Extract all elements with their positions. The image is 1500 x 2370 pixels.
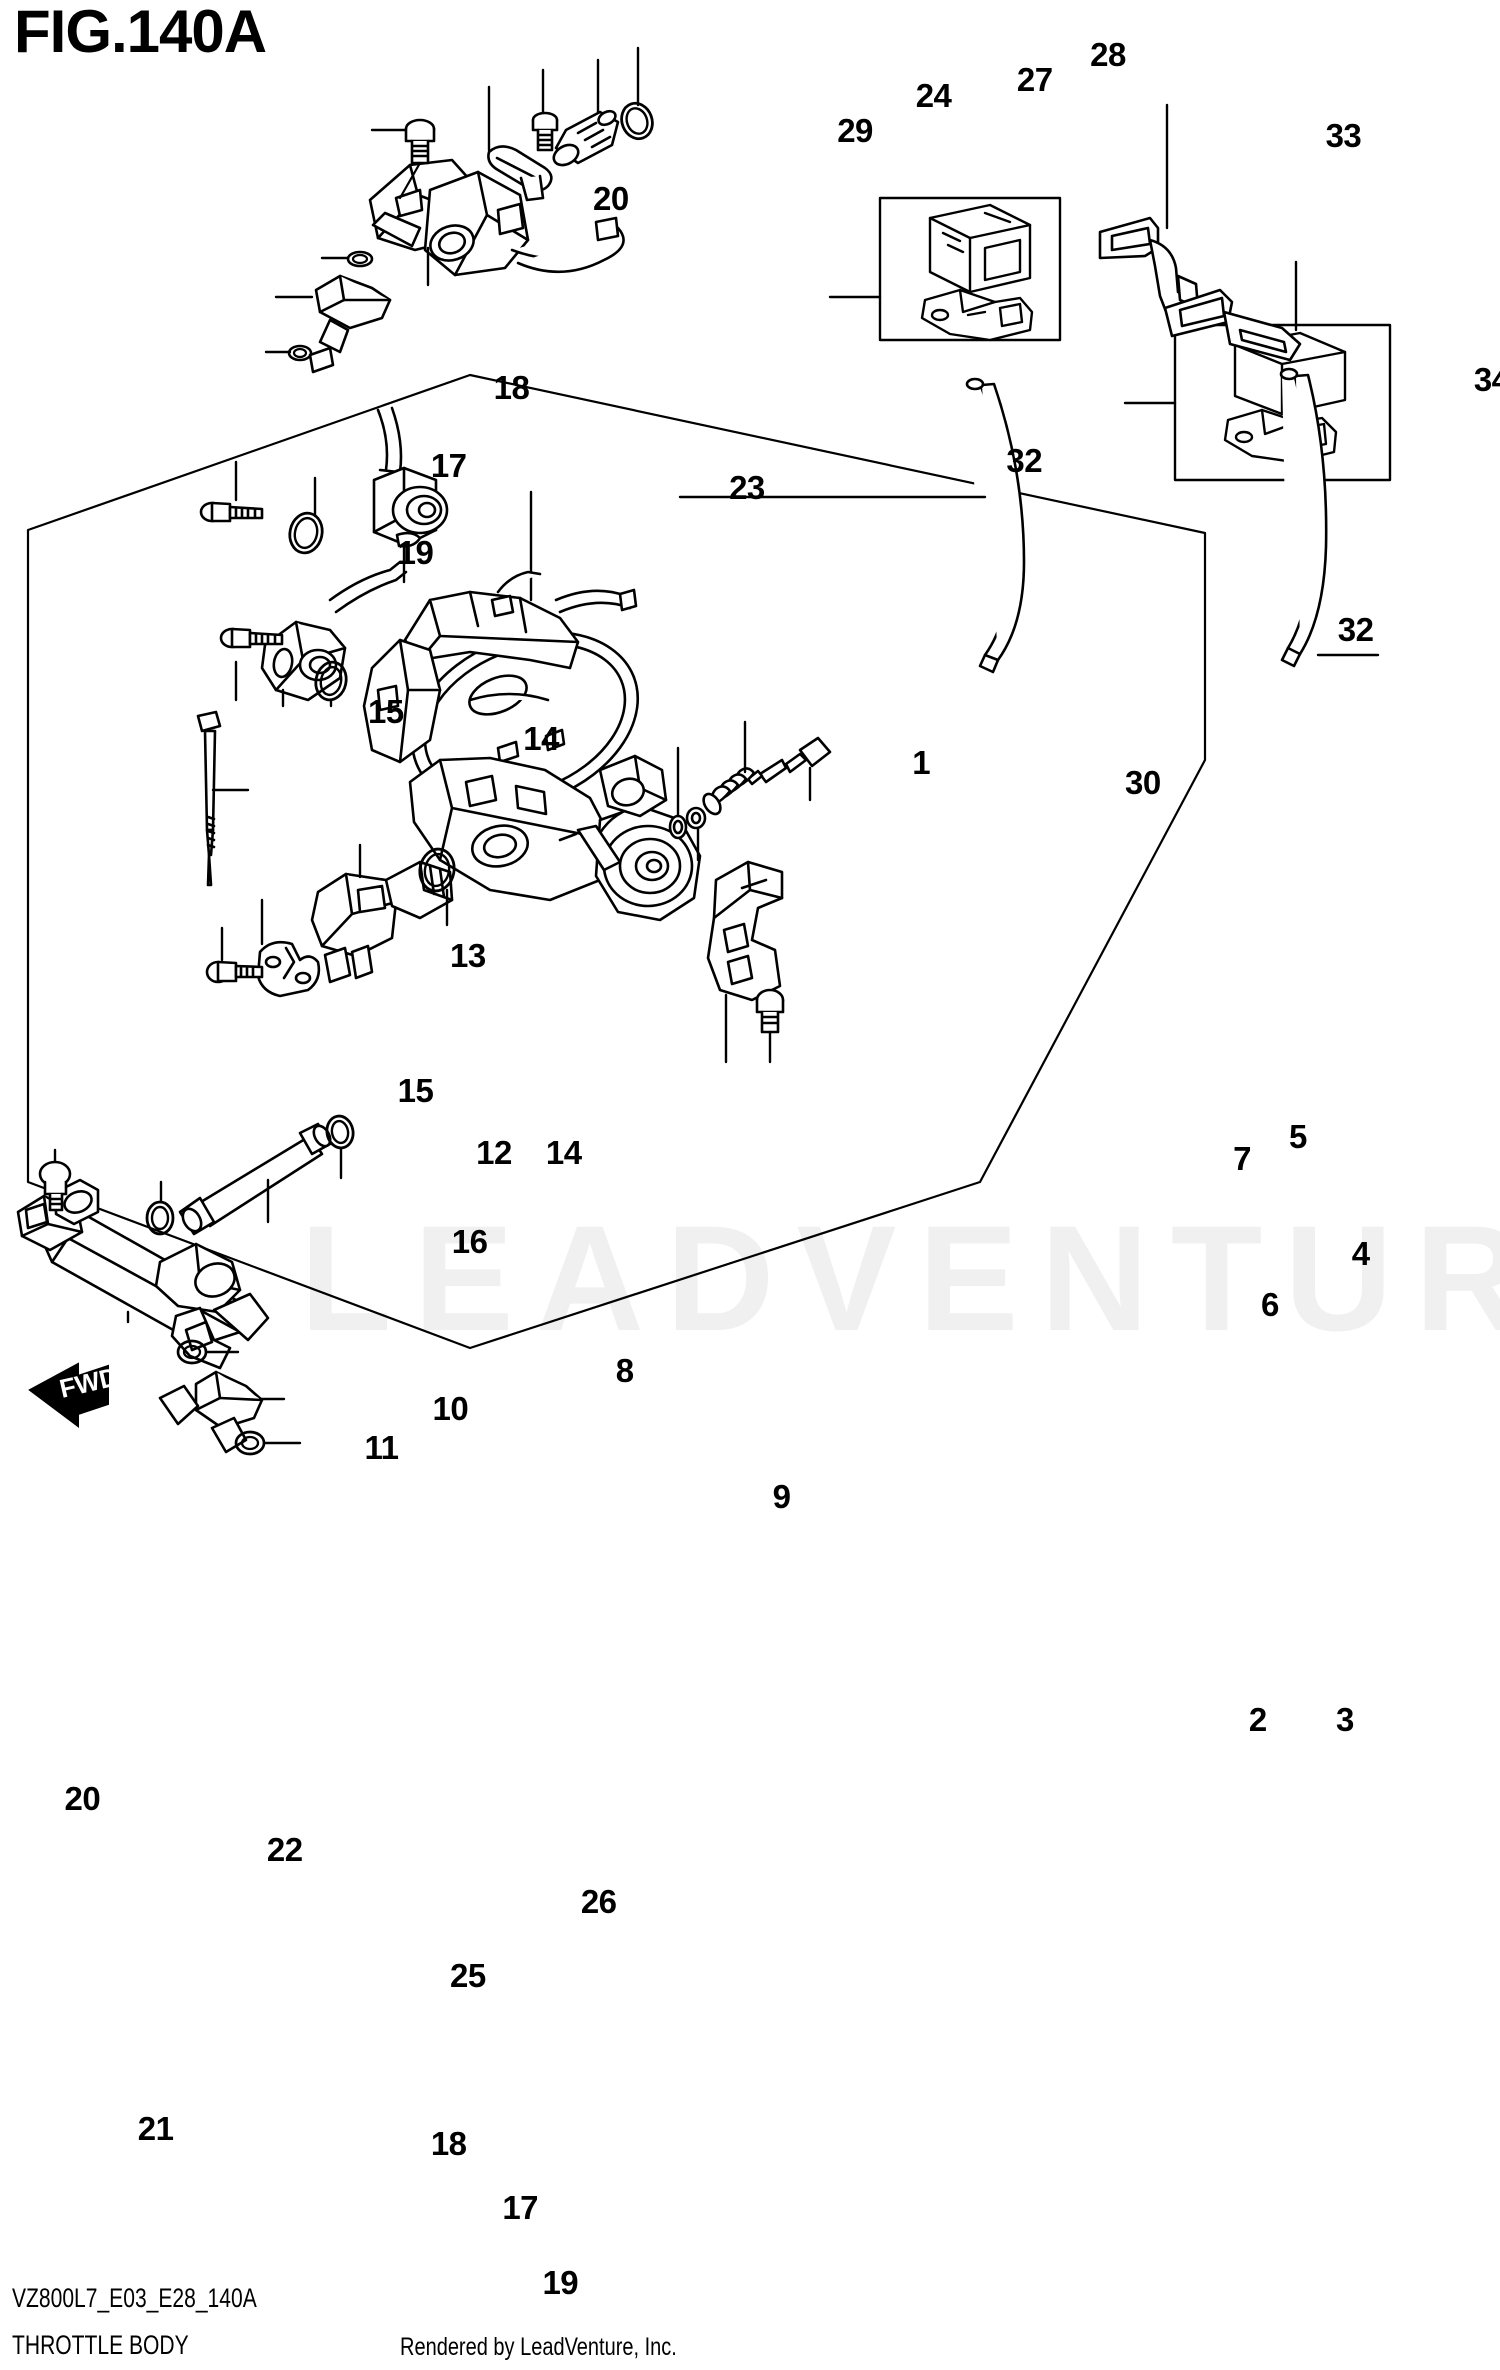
callout-10: 10: [432, 1389, 469, 1427]
callout-17: 17: [430, 446, 467, 484]
callout-30: 30: [1125, 764, 1161, 802]
callout-17: 17: [502, 2189, 539, 2227]
watermark-text: LEADVENTURE: [300, 1194, 1500, 1362]
callout-24: 24: [915, 77, 952, 114]
callout-2: 2: [1248, 1701, 1267, 1739]
svg-text:FWD: FWD: [57, 1361, 121, 1404]
page-title: FIG.140A: [14, 0, 267, 65]
fwd-arrow-marker: FWD: [28, 1361, 121, 1428]
callout-4: 4: [1351, 1235, 1370, 1273]
callout-26: 26: [580, 1882, 617, 1920]
callout-27: 27: [1016, 61, 1053, 99]
callout-13: 13: [450, 936, 486, 974]
callout-12: 12: [476, 1134, 512, 1172]
callout-21: 21: [137, 2110, 174, 2148]
callout-6: 6: [1261, 1285, 1279, 1323]
callout-19: 19: [542, 2263, 579, 2301]
callout-28: 28: [1090, 35, 1126, 73]
callout-11: 11: [364, 1429, 399, 1467]
rendered-by-credit: Rendered by LeadVenture, Inc.: [400, 2333, 677, 2361]
callout-18: 18: [493, 369, 530, 407]
group-boundary-1: [26, 373, 1207, 1350]
callout-32: 32: [1006, 441, 1043, 479]
callout-20: 20: [593, 179, 629, 217]
callout-32: 32: [1337, 611, 1374, 649]
callout-3: 3: [1336, 1701, 1354, 1739]
callout-20: 20: [64, 1780, 101, 1818]
callout-18: 18: [430, 2124, 467, 2162]
callout-5: 5: [1288, 1118, 1307, 1156]
callout-15: 15: [368, 693, 404, 731]
figure-name-text: THROTTLE BODY: [12, 2330, 189, 2360]
callout-34: 34: [1473, 361, 1500, 399]
callout-19: 19: [397, 533, 434, 571]
callout-7: 7: [1233, 1140, 1251, 1178]
callout-1: 1: [912, 743, 931, 781]
callout-15: 15: [397, 1072, 434, 1110]
callout-8: 8: [615, 1352, 634, 1390]
callout-22: 22: [266, 1830, 303, 1868]
callout-23: 23: [729, 468, 765, 506]
callout-9: 9: [772, 1478, 791, 1516]
callout-14: 14: [523, 720, 559, 758]
callout-33: 33: [1325, 116, 1362, 154]
callout-25: 25: [450, 1957, 486, 1995]
group-box-32-upper: [878, 196, 1062, 342]
callout-16: 16: [451, 1222, 488, 1260]
callout-29: 29: [837, 111, 873, 149]
model-code-text: VZ800L7_E03_E28_140A: [12, 2283, 257, 2313]
group-box-32-lower: [1173, 323, 1392, 482]
callout-14: 14: [545, 1134, 582, 1172]
